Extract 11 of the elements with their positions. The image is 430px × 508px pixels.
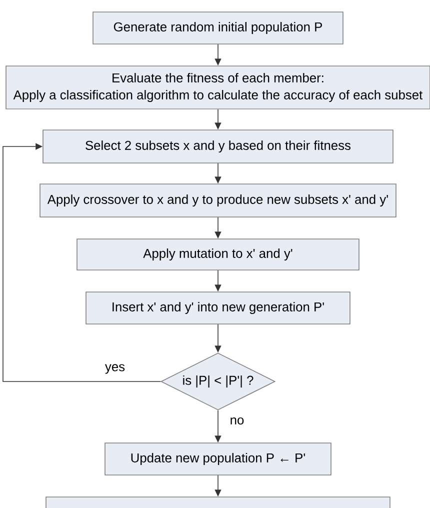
process-box: Evaluate the fitness of each member: Apply a classification algorithm to calculate the accuracy of each subset: [6, 66, 430, 110]
process-box: Insert x' and y' into new generation P': [86, 292, 350, 324]
edge-label: no: [228, 416, 246, 426]
process-box: Update new population P ← P': [104, 442, 332, 476]
edge-label: yes: [104, 363, 126, 375]
process-box: [46, 496, 390, 508]
process-box: Select 2 subsets x and y based on their fitness: [42, 130, 394, 164]
arrow: [2, 143, 161, 382]
process-box: Generate random initial population P: [92, 12, 344, 44]
process-box: Apply crossover to x and y to produce new subsets x' and y': [40, 184, 396, 218]
process-box: Apply mutation to x' and y': [76, 238, 360, 270]
